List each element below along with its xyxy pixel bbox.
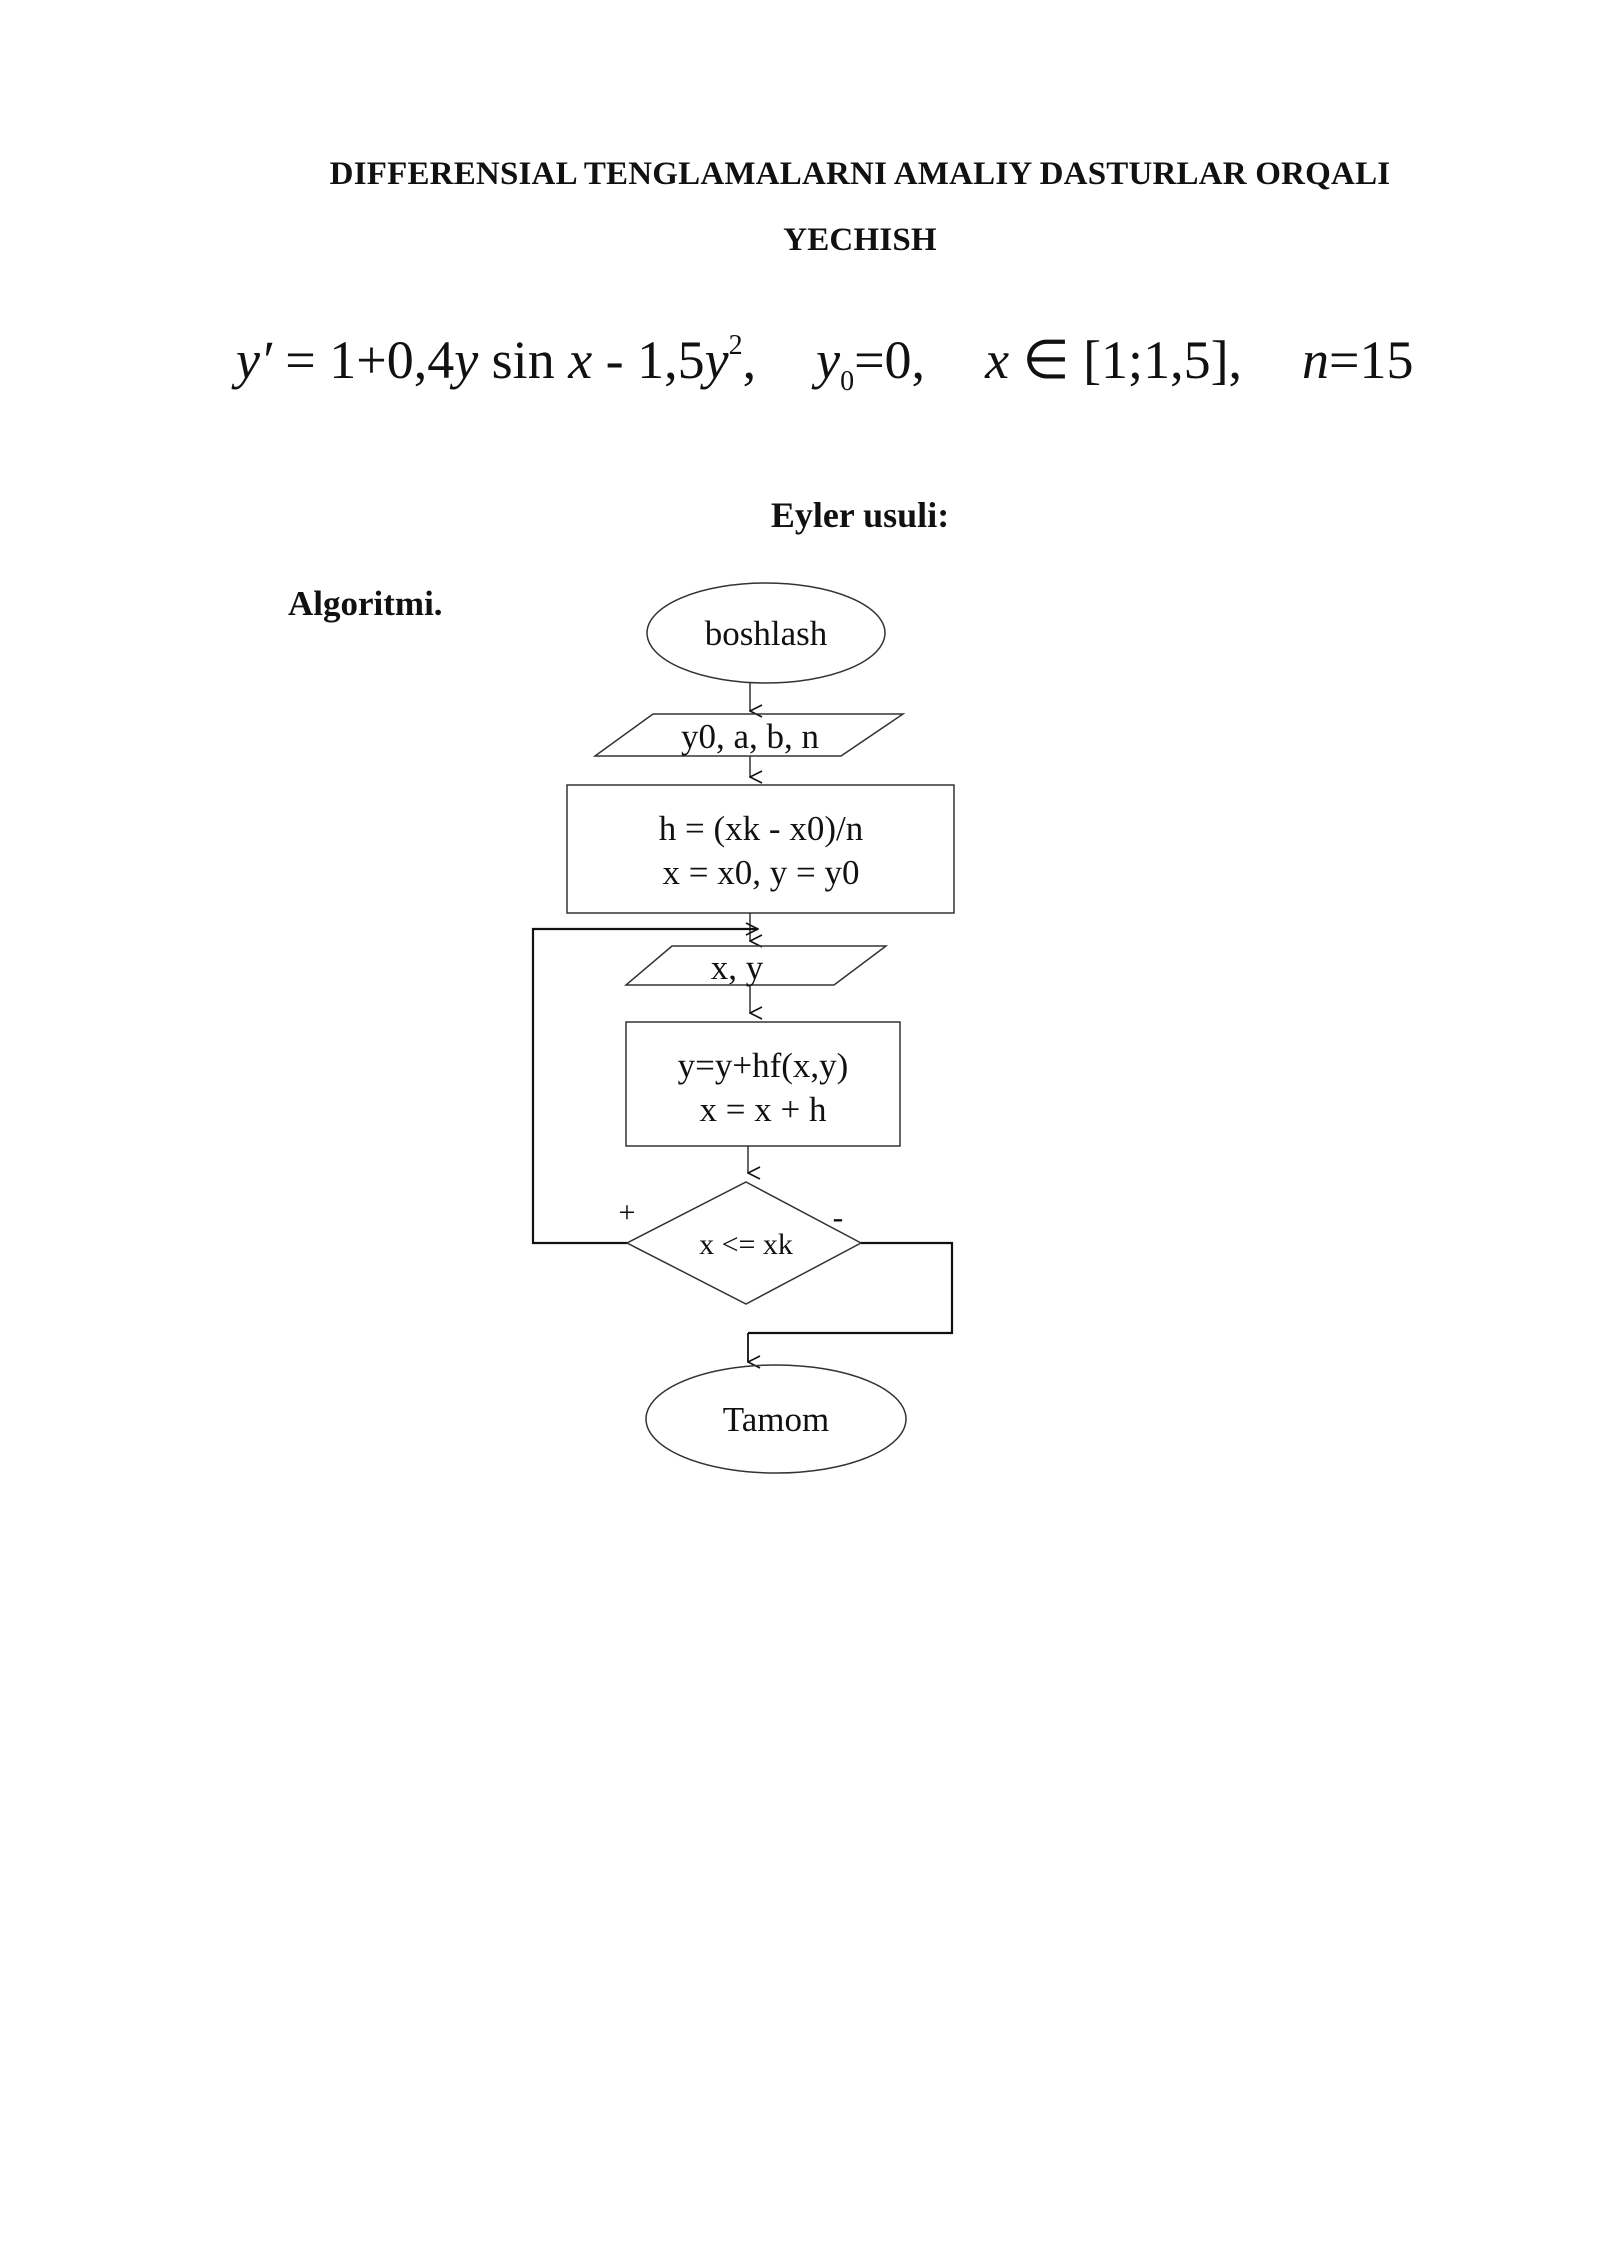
formula-var-y2: y (704, 330, 729, 390)
formula-comma: , (742, 330, 757, 390)
step-line1: y=y+hf(x,y) (678, 1046, 849, 1085)
step-line2: x = x + h (700, 1090, 827, 1129)
formula-lhs: y′ (236, 330, 272, 390)
steps-value: =15 (1329, 330, 1414, 390)
document-title-line1: DIFFERENSIAL TENGLAMALARNI AMALIY DASTUR… (329, 156, 1391, 192)
formula-square: 2 (728, 330, 743, 361)
yes-label: + (619, 1196, 636, 1229)
formula-minus-term: - 1,5 (592, 330, 705, 390)
start-terminal (646, 582, 886, 684)
steps-var: n (1302, 330, 1330, 390)
initial-cond-value: =0, (854, 330, 926, 390)
output-label: x, y (711, 948, 764, 987)
input-parallelogram (592, 713, 906, 757)
init-line2: x = x0, y = y0 (663, 853, 860, 892)
initial-cond-sub: 0 (840, 366, 855, 397)
algorithm-label: Algoritmi. (288, 584, 443, 623)
initial-cond-var: y (816, 330, 841, 390)
interval-var: x (985, 330, 1010, 390)
init-process-box (566, 784, 955, 914)
exit-line (748, 1241, 954, 1335)
no-label: - (833, 1199, 844, 1235)
formula-var-x: x (568, 330, 593, 390)
start-label: boshlash (705, 614, 828, 653)
loop-back-line (531, 929, 758, 1245)
interval-value: [1;1,5], (1083, 330, 1243, 390)
step-process-box (625, 1021, 901, 1147)
input-label: y0, a, b, n (681, 717, 819, 756)
init-line1: h = (xk - x0)/n (659, 809, 863, 848)
element-of-symbol: ∈ (1009, 330, 1084, 390)
end-terminal (645, 1364, 907, 1474)
formula-sin: sin (478, 330, 569, 390)
condition-diamond (625, 1181, 863, 1305)
condition-label: x <= xk (699, 1228, 793, 1261)
differential-equation: y′ = 1+0,4y sin x - 1,5y2,y0=0,x ∈ [1;1,… (236, 328, 1414, 398)
document-title-line2: YECHISH (783, 222, 937, 258)
formula-rhs-constant: = 1+0,4 (271, 330, 455, 390)
formula-var-y: y (454, 330, 479, 390)
output-parallelogram (623, 945, 889, 986)
method-subtitle: Eyler usuli: (770, 495, 950, 535)
end-label: Tamom (723, 1400, 829, 1439)
